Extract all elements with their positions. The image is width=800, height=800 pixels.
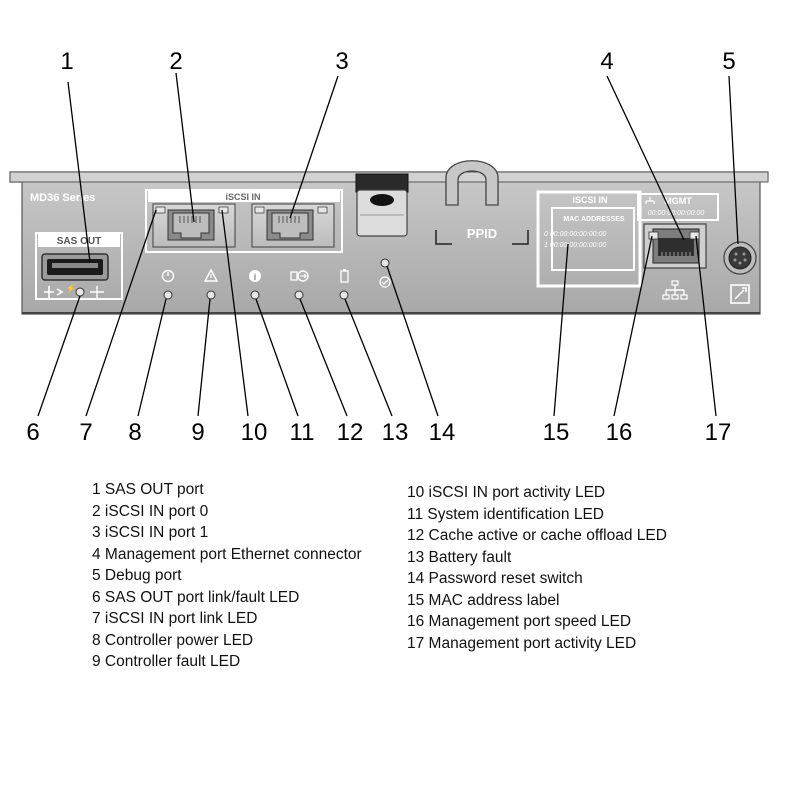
legend-item-4: 4 Management port Ethernet connector — [92, 545, 362, 563]
callout-1: 1 — [60, 48, 73, 75]
iscsi-port-0-activity-led — [218, 206, 229, 214]
callout-9: 9 — [191, 419, 204, 446]
management-port[interactable] — [643, 223, 707, 269]
pull-handle[interactable] — [445, 160, 499, 206]
info-icon — [249, 270, 261, 282]
sas-out-label: SAS OUT — [57, 236, 101, 247]
legend-item-12: 12 Cache active or cache offload LED — [407, 527, 667, 544]
sas-out-port[interactable] — [41, 253, 109, 281]
cache-active-led — [294, 290, 304, 300]
svg-text:i: i — [254, 272, 257, 282]
legend-item-14: 14 Password reset switch — [407, 570, 583, 587]
iscsi-in-port-1[interactable] — [251, 203, 335, 248]
callout-16: 16 — [606, 419, 633, 446]
callout-3: 3 — [335, 48, 348, 75]
legend-item-3: 3 iSCSI IN port 1 — [92, 524, 209, 541]
callout-5: 5 — [722, 48, 735, 75]
sas-out-icon: ⚡ — [44, 283, 76, 298]
mgmt-mac: 00:00:00:00:00:00 — [648, 210, 705, 217]
release-latch[interactable] — [355, 173, 409, 237]
legend-item-13: 13 Battery fault — [407, 548, 512, 566]
legend-right-column: 10 iSCSI IN port activity LED 11 System … — [407, 482, 667, 654]
mac-line-0: 0 00:00:00:00:00:00 — [544, 231, 606, 238]
legend-item-11: 11 System identification LED — [407, 505, 605, 523]
mac-iscsi-in-label: iSCSI IN — [572, 195, 607, 205]
iscsi-port-1-activity-led — [317, 206, 328, 214]
fault-led-group — [203, 268, 219, 300]
cache-led-group — [290, 270, 309, 300]
sas-out-fault-icon — [90, 286, 104, 298]
mgmt-label: MGMT — [664, 196, 692, 206]
callout-2: 2 — [169, 48, 182, 75]
callout-6: 6 — [26, 419, 39, 446]
warning-icon — [203, 268, 219, 282]
legend-item-16: 16 Management port speed LED — [407, 613, 632, 630]
ppid-area: PPID — [435, 226, 529, 245]
mac-line-1: 1 00:00:00:00:00:00 — [544, 242, 606, 249]
legend-item-17: 17 Management port activity LED — [407, 634, 637, 652]
callout-14: 14 — [429, 419, 456, 446]
model-label: MD36 Series — [30, 192, 95, 204]
wrench-icon — [730, 284, 750, 304]
callout-12: 12 — [337, 419, 364, 446]
legend-item-15: 15 MAC address label — [407, 591, 560, 609]
legend-item-7: 7 iSCSI IN port link LED — [92, 610, 258, 627]
iscsi-in-label: iSCSI IN — [225, 192, 260, 202]
controller-diagram: MD36 Series SAS OUT ⚡ iSCSI IN — [9, 48, 769, 446]
mgmt-label-area: MGMT 00:00:00:00:00:00 — [637, 193, 719, 221]
legend-item-9: 9 Controller fault LED — [92, 653, 241, 670]
svg-text:⚡: ⚡ — [66, 283, 76, 293]
callout-15: 15 — [543, 419, 570, 446]
sas-out-link-led — [75, 287, 85, 297]
legend-item-2: 2 iSCSI IN port 0 — [92, 502, 209, 520]
leader-lines — [37, 72, 739, 417]
mgmt-activity-led — [689, 231, 700, 240]
callout-10: 10 — [241, 419, 268, 446]
password-reset-switch[interactable] — [379, 258, 391, 288]
debug-port[interactable] — [723, 241, 757, 275]
mac-address-label: iSCSI IN MAC ADDRESSES 0 00:00:00:00:00:… — [536, 190, 642, 288]
network-icon — [645, 197, 655, 204]
cache-icon — [290, 271, 298, 281]
callout-4: 4 — [600, 48, 613, 75]
legend-item-10: 10 iSCSI IN port activity LED — [407, 484, 606, 501]
legend-left-column: 1 SAS OUT port 2 iSCSI IN port 0 3 iSCSI… — [92, 479, 362, 673]
controller-power-led — [163, 290, 173, 300]
battery-led-group — [339, 269, 349, 300]
power-led-group — [161, 269, 175, 300]
callout-11: 11 — [290, 419, 315, 446]
callout-8: 8 — [128, 419, 141, 446]
legend-item-8: 8 Controller power LED — [92, 631, 254, 649]
callout-13: 13 — [382, 419, 409, 446]
callout-7: 7 — [79, 419, 92, 446]
mac-addresses-label: MAC ADDRESSES — [563, 216, 625, 223]
ethernet-icon — [662, 280, 688, 300]
legend-item-5: 5 Debug port — [92, 567, 182, 584]
legend-item-1: 1 SAS OUT port — [92, 481, 204, 498]
callout-17: 17 — [705, 419, 732, 446]
iscsi-in-block: iSCSI IN — [145, 189, 343, 253]
iscsi-port-1-link-led — [254, 206, 265, 214]
iscsi-port-0-link-led — [155, 206, 166, 214]
battery-fault-led — [339, 290, 349, 300]
controller-fault-led — [206, 290, 216, 300]
legend-item-6: 6 SAS OUT port link/fault LED — [92, 588, 300, 606]
ppid-label: PPID — [467, 226, 497, 241]
identify-led-group: i — [249, 270, 261, 300]
mgmt-speed-led — [648, 231, 659, 240]
system-id-led — [250, 290, 260, 300]
power-icon — [161, 269, 175, 283]
